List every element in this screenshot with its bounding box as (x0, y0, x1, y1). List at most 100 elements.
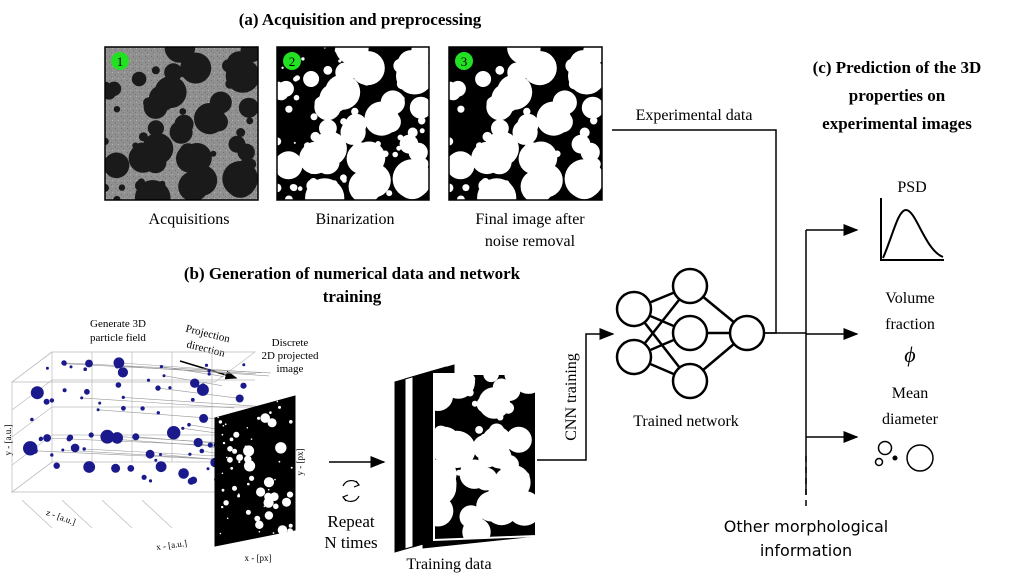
projected-particle (227, 456, 233, 463)
particle-sphere (53, 462, 60, 469)
discrete-line2: 2D projected (261, 350, 319, 362)
noise-speck (386, 190, 393, 197)
projected-particle (263, 477, 275, 488)
noise-speck (289, 184, 296, 191)
noise-speck (424, 100, 427, 103)
axis-xpx-label: x - [px] (245, 553, 272, 563)
particle-sphere (117, 367, 128, 378)
section-c-title-line1: (c) Prediction of the 3D (813, 58, 982, 77)
noise-speck (341, 178, 347, 183)
particle-blob (482, 131, 493, 142)
training-blob (459, 505, 483, 529)
volume-line1: Volume (885, 290, 934, 307)
particle-sphere (111, 463, 121, 473)
projected-image (214, 395, 296, 547)
projected-particle (232, 448, 238, 454)
noise-speck (371, 153, 376, 159)
particle-blob (521, 125, 536, 140)
projection-ray (157, 387, 238, 399)
caption-binarization: Binarization (315, 211, 394, 228)
projected-particle (218, 420, 223, 424)
particle-sphere (145, 449, 155, 459)
noise-speck (326, 179, 332, 185)
particle-blob (246, 117, 254, 125)
noise-speck (399, 96, 405, 102)
training-blob (444, 509, 453, 518)
badge-3-label: 3 (461, 54, 468, 69)
projected-particle (289, 420, 293, 424)
projection-ray (81, 397, 235, 409)
axis-z-label: z - [a.u.] (45, 507, 77, 527)
projected-particle (219, 532, 222, 535)
projected-particle (285, 539, 291, 544)
diameter-circles-icon (874, 440, 934, 472)
projected-particle (221, 472, 224, 475)
particle-sphere (100, 429, 115, 444)
projected-particle (270, 492, 279, 502)
particle-blob (210, 150, 217, 157)
particle-blob (285, 105, 293, 113)
projected-particle (224, 423, 227, 426)
particle-blob (240, 47, 258, 63)
section-c-title-line2: properties on (849, 86, 946, 105)
noise-speck (412, 72, 415, 75)
projected-particle (278, 405, 281, 409)
particle-blob (225, 58, 258, 93)
training-data-stack (394, 364, 537, 553)
training-blob (516, 472, 524, 479)
particle-sphere (96, 408, 100, 412)
particle-sphere (207, 372, 211, 376)
noise-speck (366, 61, 369, 64)
neural-network-icon (615, 267, 766, 400)
projected-particle (240, 454, 243, 457)
particle-blob (407, 127, 418, 138)
particle-blob (235, 176, 255, 196)
particle-sphere (88, 432, 94, 438)
mean-line1: Mean (892, 385, 928, 402)
projected-particle (233, 431, 240, 438)
projected-particle (245, 509, 251, 515)
noise-speck (281, 66, 284, 70)
particle-sphere (196, 383, 209, 396)
training-blob (472, 434, 498, 460)
particle-blob (323, 65, 333, 75)
caption-acquisitions: Acquisitions (149, 211, 230, 228)
projected-particle (290, 466, 293, 469)
noise-speck (419, 128, 425, 134)
particle-blob (160, 77, 171, 88)
training-blob (474, 467, 498, 491)
cnn-training-arrow (537, 328, 615, 461)
particle-sphere (115, 382, 122, 388)
other-line2: information (760, 541, 852, 560)
particle-blob (352, 141, 386, 175)
training-blob (528, 514, 535, 521)
particle-blob (245, 158, 257, 170)
projected-particle (286, 491, 294, 498)
noise-speck (336, 109, 339, 112)
noise-speck (310, 113, 318, 121)
badge-1 (111, 52, 129, 70)
particle-blob (568, 57, 602, 95)
training-blob (491, 474, 498, 481)
projected-particle (229, 437, 234, 442)
particle-sphere (49, 398, 55, 403)
axis-ypx-label: y - [px] (295, 449, 305, 476)
noise-speck (367, 190, 371, 194)
particle-blob (495, 65, 505, 75)
projected-particle (276, 400, 279, 403)
generate-line2: particle field (90, 332, 146, 344)
particle-blob (571, 134, 591, 154)
particle-blob (449, 85, 461, 101)
projection-ray (117, 365, 269, 377)
particle-blob (319, 119, 337, 138)
projected-particle (255, 520, 264, 529)
psd-curve-icon (880, 198, 944, 261)
particle-blob (578, 175, 600, 197)
noise-speck (419, 152, 423, 156)
particle-sphere (43, 398, 50, 405)
noise-speck (293, 76, 299, 82)
particle-sphere (114, 363, 120, 369)
projected-particle (237, 493, 240, 496)
particle-blob (305, 178, 345, 200)
noise-speck (341, 105, 345, 109)
